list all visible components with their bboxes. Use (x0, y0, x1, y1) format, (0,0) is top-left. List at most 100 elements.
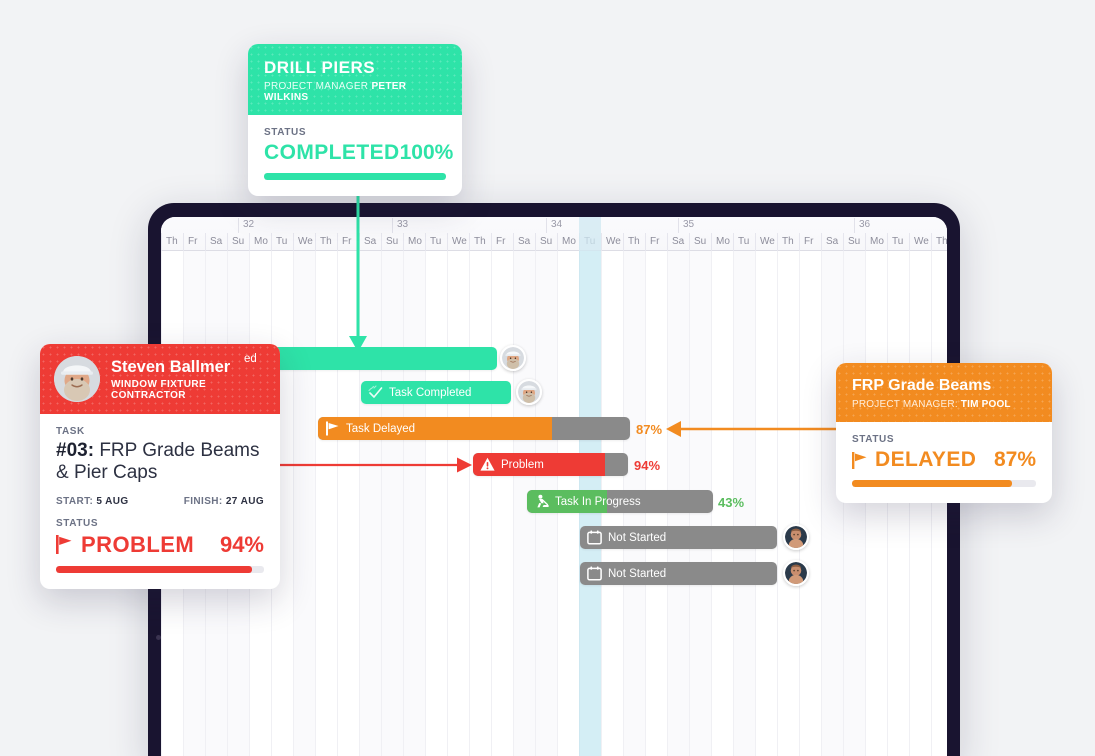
warning-icon (480, 457, 495, 471)
day-label-sa[interactable]: Sa (205, 233, 227, 251)
flag-icon (326, 421, 339, 436)
status-badge: COMPLETED (264, 141, 400, 164)
task-bar-problem[interactable]: Problem (473, 453, 628, 476)
task-start: START: 5 AUG (56, 496, 129, 507)
day-label-th[interactable]: Th (777, 233, 799, 251)
avatar-person[interactable] (783, 524, 809, 550)
status-percent: 87% (993, 448, 1036, 471)
day-label-th[interactable]: Th (315, 233, 337, 251)
day-label-tu[interactable]: Tu (733, 233, 755, 251)
task-bar-in-progress[interactable]: Task In Progress (527, 490, 713, 513)
card-frp-grade-beams[interactable]: FRP Grade Beams PROJECT MANAGER: TIM POO… (836, 363, 1052, 503)
day-label-we[interactable]: We (601, 233, 623, 251)
task-bar-icon (587, 566, 602, 581)
task-percent-label: 87% (636, 422, 663, 437)
task-bar-not-started[interactable]: Not Started (580, 562, 777, 585)
grid-column (513, 251, 535, 756)
task-bar-not-started[interactable]: Not Started (580, 526, 777, 549)
avatar-person[interactable] (783, 560, 809, 586)
finish-label: FINISH: (183, 495, 223, 507)
manager-name: TIM POOL (960, 399, 1011, 410)
grid-column (447, 251, 469, 756)
day-label-th[interactable]: Th (469, 233, 491, 251)
avatar-hardhat-white[interactable] (500, 345, 526, 371)
day-label-tu[interactable]: Tu (887, 233, 909, 251)
avatar-hardhat-white[interactable] (516, 379, 542, 405)
day-label-su[interactable]: Su (535, 233, 557, 251)
grid-column (469, 251, 491, 756)
day-label-th[interactable]: Th (623, 233, 645, 251)
start-value: 5 AUG (96, 495, 129, 507)
grid-column (931, 251, 947, 756)
task-title: #03: FRP Grade Beams & Pier Caps (56, 440, 264, 485)
task-bar-label: Task Completed (389, 386, 472, 399)
day-label-sa[interactable]: Sa (667, 233, 689, 251)
card-drill-piers-header: DRILL PIERS PROJECT MANAGER PETER WILKIN… (248, 44, 462, 115)
status-percent: 100% (399, 141, 454, 164)
day-label-sa[interactable]: Sa (821, 233, 843, 251)
task-bar-completed[interactable]: Task Completed (361, 381, 511, 404)
grid-column (403, 251, 425, 756)
day-label-we[interactable]: We (447, 233, 469, 251)
day-label-tu[interactable]: Tu (425, 233, 447, 251)
task-bar-icon (587, 530, 602, 545)
progress-bar (56, 565, 264, 573)
task-title-text: FRP Grade Beams & Pier Caps (56, 440, 260, 484)
task-number: #03: (56, 440, 95, 461)
grid-column (733, 251, 755, 756)
task-bar-label: ed (244, 352, 257, 365)
day-label-sa[interactable]: Sa (513, 233, 535, 251)
day-label-su[interactable]: Su (381, 233, 403, 251)
day-label-fr[interactable]: Fr (645, 233, 667, 251)
day-label-mo[interactable]: Mo (403, 233, 425, 251)
status-line: DELAYED 87% (852, 448, 1036, 472)
card-drill-piers[interactable]: DRILL PIERS PROJECT MANAGER PETER WILKIN… (248, 44, 462, 196)
card-steven-identity: Steven Ballmer WINDOW FIXTURE CONTRACTOR (111, 358, 266, 401)
grid-column (865, 251, 887, 756)
day-label-mo[interactable]: Mo (249, 233, 271, 251)
day-label-fr[interactable]: Fr (337, 233, 359, 251)
task-bar-icon (534, 494, 549, 509)
flag-icon (56, 535, 72, 555)
day-label-th[interactable]: Th (931, 233, 947, 251)
status-label: STATUS (56, 517, 99, 529)
manager-label: PROJECT MANAGER: (852, 399, 958, 410)
task-bar-icon (368, 385, 383, 400)
day-label-we[interactable]: We (755, 233, 777, 251)
grid-column (337, 251, 359, 756)
day-label-th[interactable]: Th (161, 233, 183, 251)
card-drill-piers-body: STATUS COMPLETED 100% (248, 115, 462, 196)
week-number: 35 (678, 218, 694, 233)
day-label-fr[interactable]: Fr (491, 233, 513, 251)
grid-column (755, 251, 777, 756)
week-number: 36 (854, 218, 870, 233)
grid-column (799, 251, 821, 756)
task-bar-label: Task Delayed (346, 422, 416, 435)
day-label-mo[interactable]: Mo (865, 233, 887, 251)
day-label-su[interactable]: Su (227, 233, 249, 251)
day-label-we[interactable]: We (909, 233, 931, 251)
task-bar-fill (527, 490, 607, 513)
day-label-tu[interactable]: Tu (271, 233, 293, 251)
status-badge: PROBLEM (56, 532, 194, 558)
progress-bar-fill (264, 173, 446, 180)
card-steven-ballmer[interactable]: Steven Ballmer WINDOW FIXTURE CONTRACTOR… (40, 344, 280, 589)
task-bar-label: Not Started (608, 567, 667, 580)
card-frp-title: FRP Grade Beams (852, 377, 992, 394)
task-bar-delayed[interactable]: Task Delayed (318, 417, 630, 440)
grid-column (425, 251, 447, 756)
card-frp-manager: PROJECT MANAGER: TIM POOL (852, 399, 1036, 410)
task-bar-label: Problem (501, 458, 544, 471)
day-label-we[interactable]: We (293, 233, 315, 251)
day-label-mo[interactable]: Mo (557, 233, 579, 251)
day-label-fr[interactable]: Fr (183, 233, 205, 251)
day-label-mo[interactable]: Mo (711, 233, 733, 251)
day-label-su[interactable]: Su (843, 233, 865, 251)
task-bar-completed[interactable]: ed (236, 347, 497, 370)
task-dates: START: 5 AUG FINISH: 27 AUG (56, 496, 264, 507)
day-label-fr[interactable]: Fr (799, 233, 821, 251)
day-label-su[interactable]: Su (689, 233, 711, 251)
